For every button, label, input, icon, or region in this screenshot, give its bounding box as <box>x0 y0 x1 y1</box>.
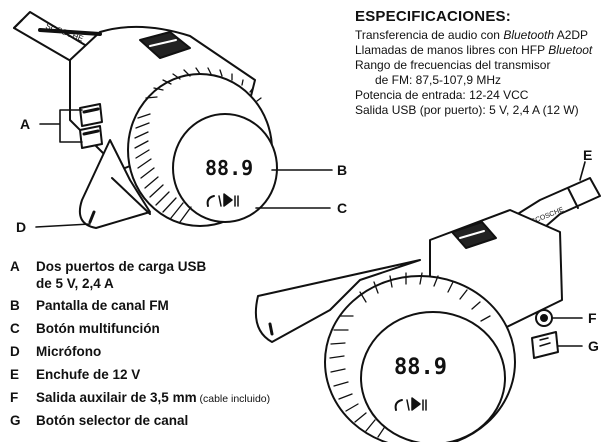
aux-jack <box>535 309 553 327</box>
specs-title: ESPECIFICACIONES: <box>355 8 511 25</box>
callout-g: G <box>588 338 599 354</box>
spec-input-power: Potencia de entrada: 12-24 VCC <box>355 88 529 102</box>
callout-c: C <box>337 200 348 216</box>
logo-badge <box>139 31 191 59</box>
callout-d: D <box>16 219 27 235</box>
spec-usb-output: Salida USB (por puerto): 5 V, 2,4 A (12 … <box>355 103 579 117</box>
multifunction-button[interactable] <box>206 193 239 207</box>
channel-selector-button[interactable] <box>531 331 559 359</box>
spec-handsfree: Llamadas de manos libres con HFP Bluetoo… <box>355 43 593 57</box>
legend-item-a-cont: de 5 V, 2,4 A <box>36 276 114 291</box>
multifunction-button-2 <box>394 397 427 411</box>
logo-badge-2 <box>451 221 497 249</box>
callout-b: B <box>337 162 348 178</box>
spec-audio-transfer: Transferencia de audio con Bluetooth A2D… <box>355 28 589 42</box>
spec-fm-range: Rango de frecuencias del transmisor <box>355 58 551 72</box>
device-back-view: SCOSCHE 88.9 <box>254 177 601 442</box>
spec-fm-range-values: de FM: 87,5-107,9 MHz <box>375 73 502 87</box>
fm-display: 88.9 <box>205 156 253 180</box>
callout-a: A <box>20 116 31 132</box>
fm-display-frequency-2: 88.9 <box>394 355 447 380</box>
callout-f: F <box>588 310 597 326</box>
callout-e: E <box>583 147 593 163</box>
callout-line-e <box>579 161 586 181</box>
fm-display-frequency: 88.9 <box>205 156 253 180</box>
device-front-view: SCOSCHE 88.9 <box>13 11 278 229</box>
usb-ports <box>79 103 103 149</box>
callout-line-d <box>35 223 91 228</box>
callout-line-a <box>39 109 83 143</box>
dial-ring-front <box>127 73 278 227</box>
